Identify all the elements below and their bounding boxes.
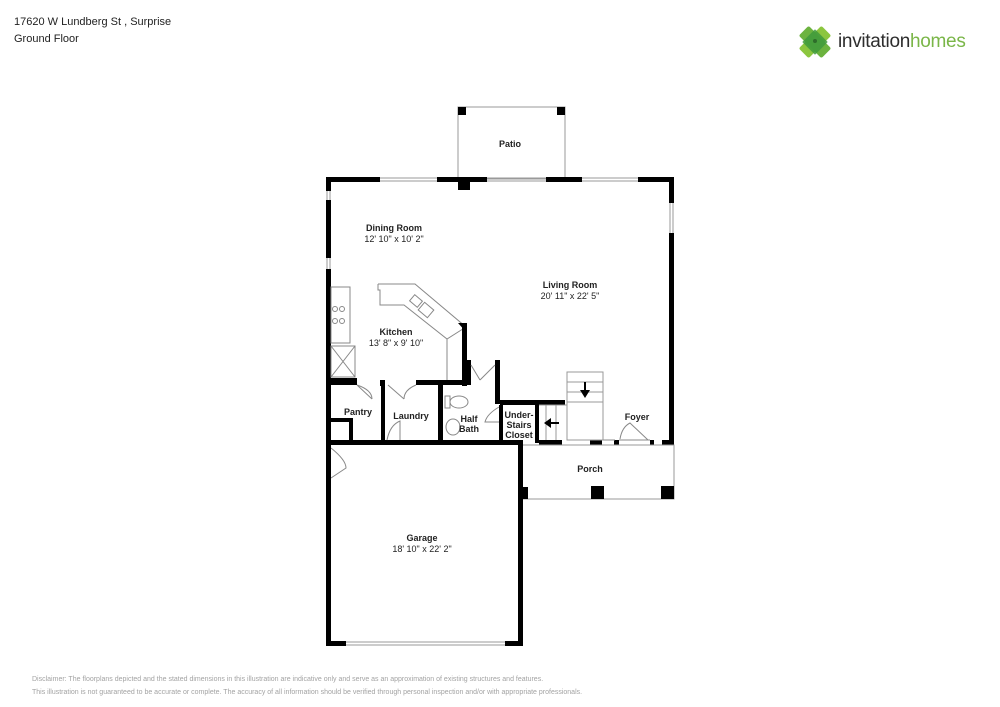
room-label-pantry: Pantry	[344, 407, 372, 417]
stair-arrows	[544, 382, 590, 428]
brand-name: invitationhomes	[838, 31, 966, 52]
room-label-closet-1: Under-	[505, 410, 534, 420]
disclaimer: Disclaimer: The floorplans depicted and …	[32, 673, 582, 699]
bathroom-fixtures	[444, 395, 469, 436]
disclaimer-line-2: This illustration is not guaranteed to b…	[32, 689, 583, 696]
porch	[519, 444, 675, 500]
windows	[326, 177, 674, 269]
room-label-foyer: Foyer	[625, 412, 650, 422]
disclaimer-line-1: Disclaimer: The floorplans depicted and …	[32, 676, 544, 683]
room-label-dining-room: Dining Room	[366, 223, 422, 233]
staircase	[539, 371, 604, 441]
kitchen-fixtures	[330, 283, 467, 385]
floor-label: Ground Floor	[14, 33, 79, 45]
patio	[457, 106, 566, 180]
garage-walls	[326, 440, 523, 646]
room-label-patio: Patio	[499, 139, 522, 149]
property-address: 17620 W Lundberg St , Surprise	[14, 16, 172, 28]
brand-logo: invitationhomes	[798, 25, 966, 59]
garage-door	[346, 641, 505, 646]
room-label-porch: Porch	[577, 464, 603, 474]
clover-logo-icon	[799, 26, 831, 58]
room-label-laundry: Laundry	[393, 411, 429, 421]
room-label-closet-3: Closet	[505, 430, 533, 440]
room-dim-living-room: 20' 11" x 22' 5"	[541, 291, 600, 301]
interior-walls	[331, 323, 674, 445]
room-label-half-bath-2: Bath	[459, 424, 479, 434]
room-label-closet-2: Stairs	[506, 420, 531, 430]
room-label-living-room: Living Room	[543, 280, 598, 290]
room-dim-kitchen: 13' 8" x 9' 10"	[369, 338, 423, 348]
property-header: 17620 W Lundberg St , Surprise Ground Fl…	[14, 14, 171, 48]
room-dim-garage: 18' 10" x 22' 2"	[392, 544, 451, 554]
room-label-half-bath-1: Half	[460, 414, 478, 424]
exterior-walls	[326, 177, 674, 445]
room-dim-dining-room: 12' 10" x 10' 2"	[364, 234, 423, 244]
doors	[330, 364, 650, 479]
room-label-kitchen: Kitchen	[379, 327, 412, 337]
room-label-garage: Garage	[406, 533, 437, 543]
